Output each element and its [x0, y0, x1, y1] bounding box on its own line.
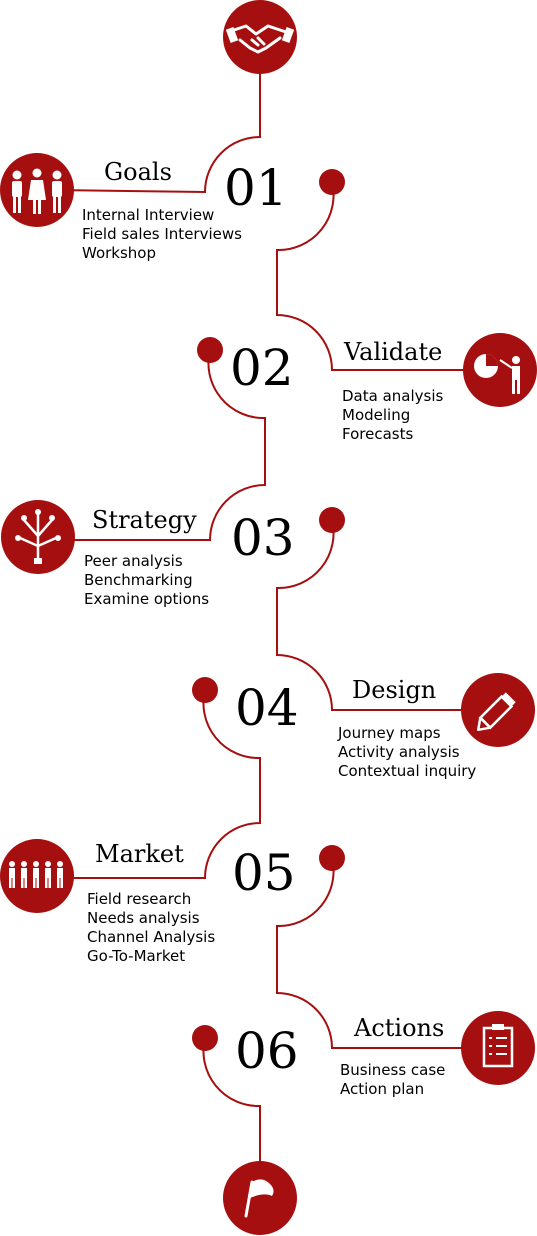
step-item: Business case [340, 1061, 445, 1079]
process-path [40, 60, 465, 1166]
step-03: 03 Strategy Peer analysis Benchmarking E… [1, 500, 295, 608]
step-06: 06 Actions Business case Action plan [235, 1011, 535, 1098]
pencil-icon [461, 673, 535, 747]
step-05: 05 Market Field research Needs analysis … [0, 839, 296, 965]
step-title: Strategy [92, 506, 197, 534]
step-number: 04 [235, 679, 299, 737]
path-node-06 [192, 1025, 218, 1051]
step-item: Field research [87, 890, 191, 908]
path-node-05 [319, 845, 345, 871]
presentation-chart-icon [463, 333, 537, 407]
step-item: Action plan [340, 1080, 424, 1098]
step-item: Data analysis [342, 387, 444, 405]
step-number: 03 [231, 509, 295, 567]
step-item: Needs analysis [87, 909, 200, 927]
step-title: Market [95, 840, 184, 868]
step-number: 06 [235, 1022, 299, 1080]
step-item: Contextual inquiry [338, 762, 476, 780]
step-01: 01 Goals Internal Interview Field sales … [0, 153, 288, 262]
step-item: Channel Analysis [87, 928, 215, 946]
step-item: Benchmarking [84, 571, 193, 589]
step-item: Internal Interview [82, 206, 214, 224]
step-item: Modeling [342, 406, 410, 424]
flag-icon [223, 1161, 297, 1235]
step-title: Validate [343, 338, 442, 366]
crowd-icon [0, 839, 74, 913]
path-node-01 [319, 169, 345, 195]
checklist-icon [461, 1011, 535, 1085]
step-item: Peer analysis [84, 552, 183, 570]
step-number: 01 [224, 159, 288, 217]
step-item: Examine options [84, 590, 209, 608]
step-04: 04 Design Journey maps Activity analysis… [235, 673, 535, 780]
step-number: 05 [232, 844, 296, 902]
step-title: Actions [353, 1014, 444, 1042]
step-02: 02 Validate Data analysis Modeling Forec… [230, 333, 537, 443]
handshake-icon [223, 0, 297, 74]
path-node-03 [319, 507, 345, 533]
step-number: 02 [230, 339, 294, 397]
step-item: Field sales Interviews [82, 225, 242, 243]
step-title: Goals [104, 158, 172, 186]
step-item: Forecasts [342, 425, 413, 443]
path-node-02 [197, 337, 223, 363]
path-node-04 [192, 677, 218, 703]
step-item: Activity analysis [338, 743, 460, 761]
step-item: Journey maps [337, 724, 441, 742]
step-title: Design [352, 676, 436, 704]
circuit-tree-icon [1, 500, 75, 574]
people-icon [0, 153, 74, 227]
step-item: Workshop [82, 244, 156, 262]
step-item: Go-To-Market [87, 947, 185, 965]
